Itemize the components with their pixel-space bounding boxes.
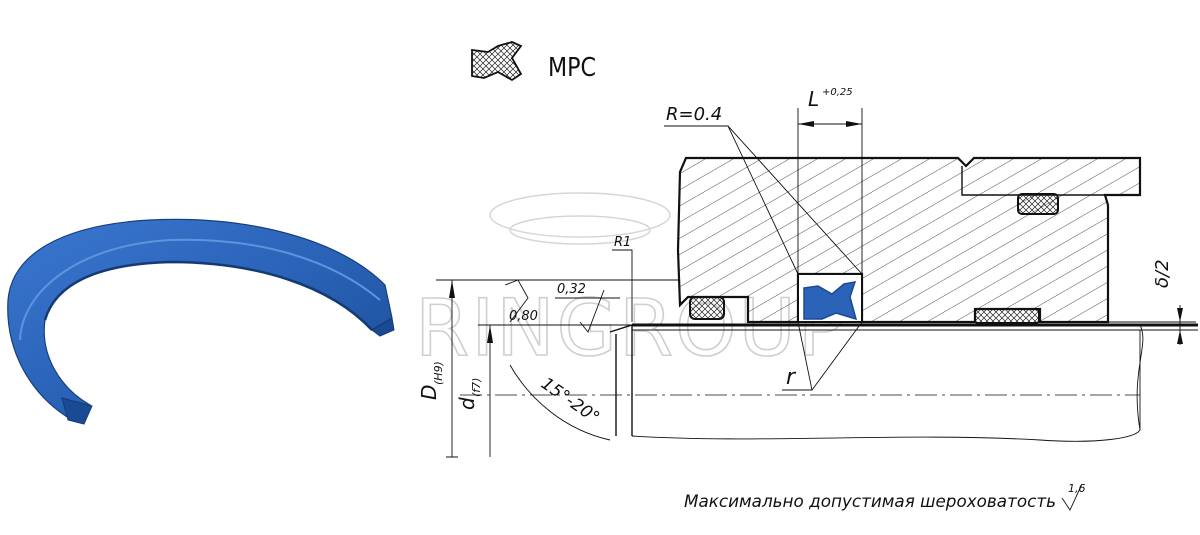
seal-ring-end-face [61, 397, 93, 425]
dim-D-arrow [449, 280, 455, 298]
seal-ring-inner-shadow [43, 260, 373, 331]
chamfer-angle-arc [509, 364, 611, 441]
label-rod-dia: d [455, 397, 479, 410]
label-rod-fit: (f7) [470, 378, 483, 397]
housing-body [676, 156, 1142, 324]
dim-L-ext [797, 108, 863, 274]
seal-profile [803, 281, 858, 321]
footer-roughness-icon [1061, 483, 1083, 511]
r1-leader [612, 249, 633, 322]
footer-roughness-value: 1,6 [1068, 482, 1086, 495]
roughness-symbol-1 [555, 289, 620, 333]
dim-d-arrow [487, 325, 493, 343]
radius-leader [664, 125, 863, 275]
legend-symbol [471, 41, 523, 82]
label-chamfer-angle: 15°-20° [537, 374, 603, 428]
label-length: L [808, 87, 819, 111]
label-radius-r: r [786, 365, 797, 390]
o-ring-top [1017, 193, 1059, 215]
roughness-symbol-2 [504, 279, 529, 323]
r-leader [782, 321, 863, 391]
label-length-tol: +0,25 [822, 87, 853, 98]
rod-break-right [1136, 324, 1144, 431]
label-bore-dia: D [417, 385, 441, 400]
label-roughness-2: 0,80 [509, 309, 538, 324]
dim-D-line [446, 280, 458, 458]
label-radius: R=0.4 [666, 104, 722, 125]
label-roughness-1: 0,32 [557, 282, 586, 297]
dim-L-arrows [798, 121, 862, 127]
legend-code: MPC [548, 53, 596, 83]
watermark-logo [489, 192, 671, 238]
label-corner-radius: R1 [614, 235, 631, 250]
rod-break-line [631, 330, 1141, 442]
o-ring-left [689, 296, 725, 320]
o-ring-bottom [974, 308, 1040, 324]
footer-note: Максимально допустимая шероховатость [684, 492, 1056, 512]
seal-ring-lip-groove [19, 238, 381, 341]
label-rod-group: d (f7) [455, 378, 483, 410]
label-clearance: δ/2 [1152, 259, 1173, 288]
label-bore-group: D (H9) [417, 361, 445, 400]
seal-ring-end-face-right [371, 317, 395, 337]
dim-delta-arrows [1177, 308, 1183, 344]
rod-chamfer [609, 324, 633, 436]
watermark-logo-inner [509, 215, 651, 245]
label-bore-fit: (H9) [432, 361, 445, 385]
